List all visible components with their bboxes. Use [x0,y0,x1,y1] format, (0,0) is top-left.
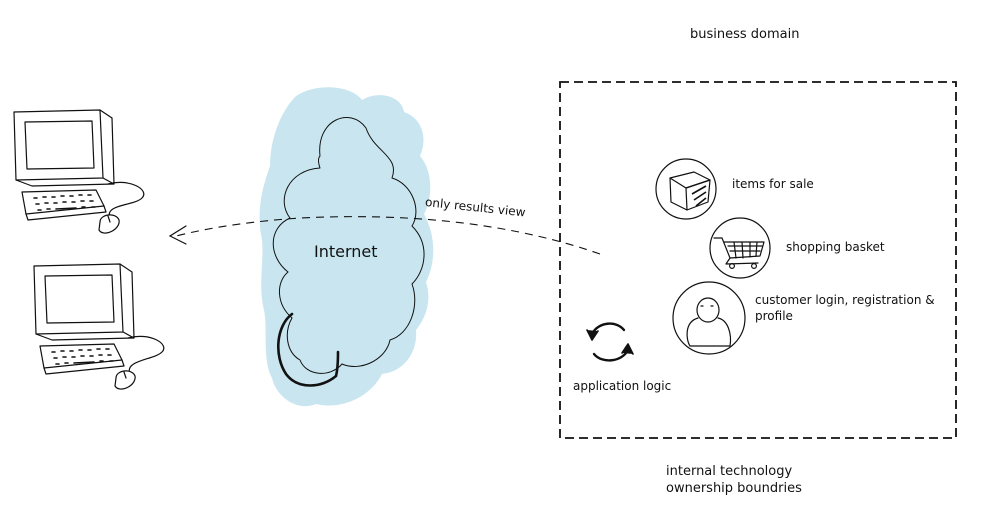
refresh-cycle-icon [586,322,634,362]
ownership-boundary [559,81,957,439]
application-logic-label: application logic [573,379,672,393]
results-arrow [175,216,601,255]
internal-label-line-2: ownership boundries [666,481,802,496]
computer-icon [33,263,165,390]
shopping-cart-icon [709,217,771,279]
computer-icon [13,109,145,234]
internal-label-line-1: internal technology [666,464,793,479]
business-domain-label: business domain [690,27,800,42]
internal-ownership-label: internal technology ownership boundries [666,463,802,497]
cloud-icon [259,87,434,407]
shopping-basket-label: shopping basket [786,240,885,254]
user-icon [672,281,746,355]
customer-login-label: customer login, registration & profile [755,293,935,323]
box-icon [655,158,717,220]
arrow-head [168,225,187,245]
items-for-sale-label: items for sale [732,177,814,191]
internet-label: Internet [314,242,378,261]
